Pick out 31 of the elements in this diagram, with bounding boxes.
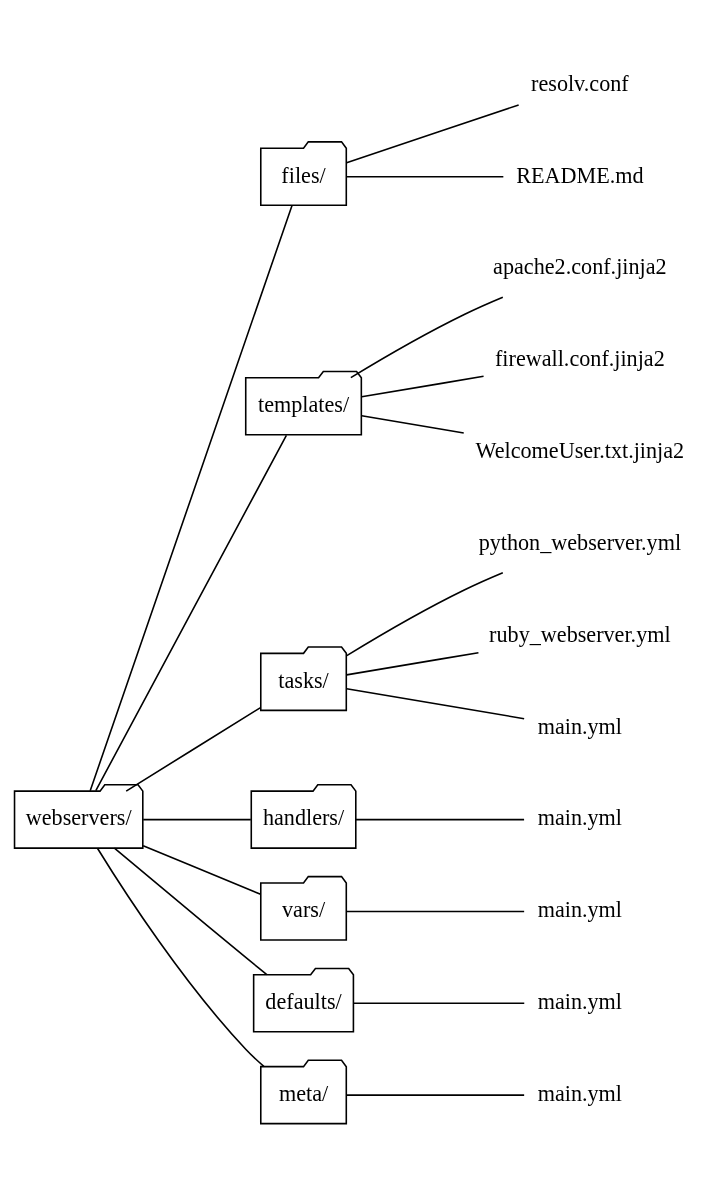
connector bbox=[360, 375, 485, 398]
connector bbox=[345, 910, 525, 913]
connector bbox=[345, 688, 525, 720]
node-text: ruby_webserver.yml bbox=[489, 621, 671, 647]
connector bbox=[355, 818, 525, 821]
node-text: firewall.conf.jinja2 bbox=[494, 346, 665, 372]
connector bbox=[113, 847, 268, 976]
connector bbox=[345, 175, 505, 178]
connector bbox=[353, 1002, 526, 1005]
node-text: main.yml bbox=[537, 713, 623, 739]
connector bbox=[96, 847, 265, 1068]
connector bbox=[95, 434, 288, 792]
connector bbox=[142, 818, 252, 821]
node-text: python_webserver.yml bbox=[478, 529, 682, 555]
node-text: apache2.conf.jinja2 bbox=[493, 254, 667, 280]
connector bbox=[360, 415, 465, 434]
node-text: main.yml bbox=[537, 897, 623, 923]
connector bbox=[345, 651, 480, 676]
node-text: main.yml bbox=[537, 989, 623, 1015]
node-text: README.md bbox=[516, 162, 644, 188]
connector bbox=[142, 844, 262, 896]
connector bbox=[345, 1094, 525, 1096]
connector bbox=[345, 104, 520, 164]
connector bbox=[89, 204, 293, 792]
node-text: WelcomeUser.txt.jinja2 bbox=[475, 438, 685, 464]
node-text: main.yml bbox=[537, 805, 623, 831]
node-text: resolv.conf bbox=[531, 70, 629, 96]
connector bbox=[346, 571, 504, 657]
node-text: main.yml bbox=[537, 1081, 623, 1107]
connector bbox=[350, 296, 504, 379]
connector bbox=[125, 706, 262, 792]
